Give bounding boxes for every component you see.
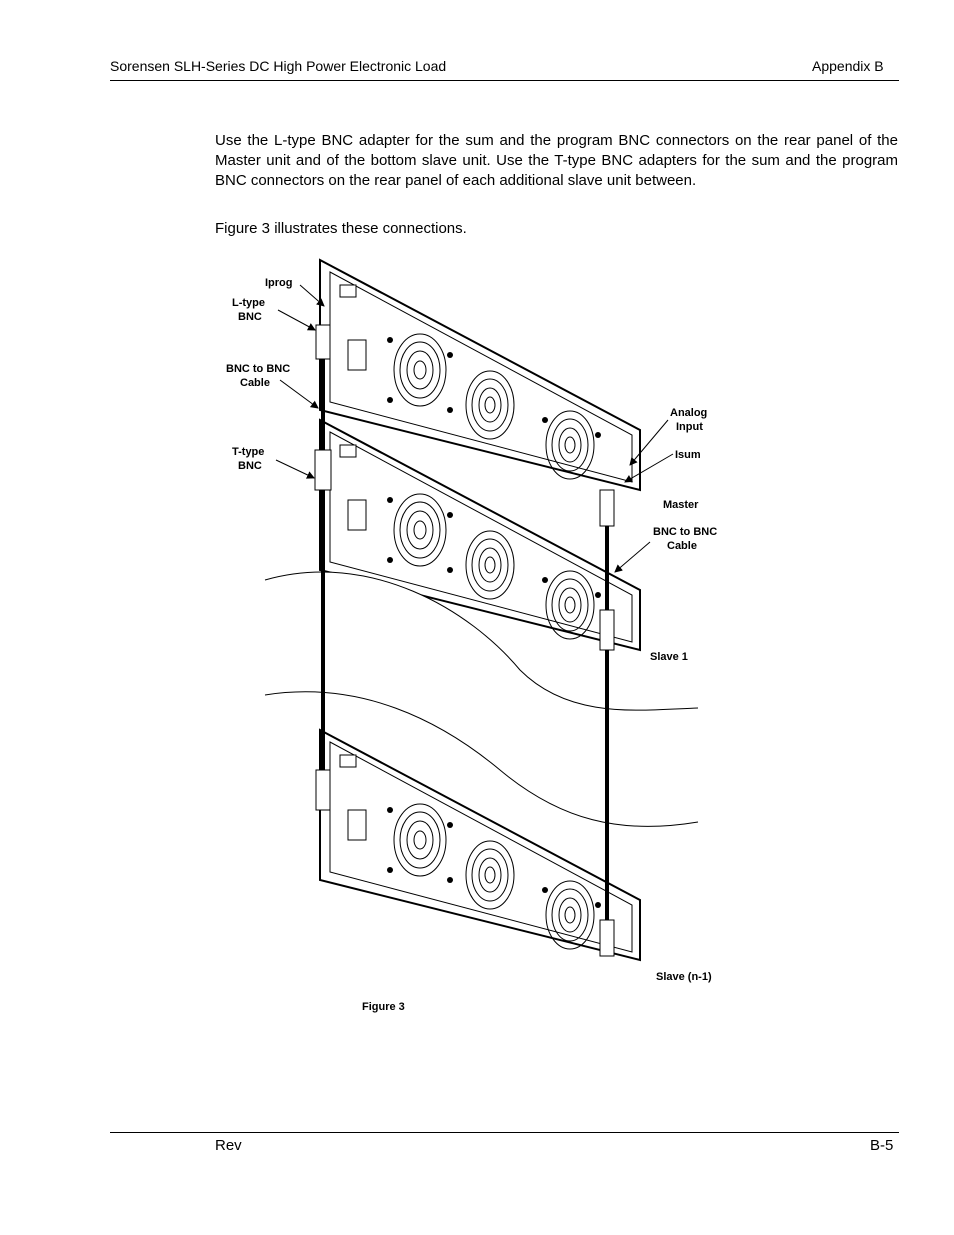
body-paragraph-2: Figure 3 illustrates these connections. (215, 220, 467, 237)
header-title: Sorensen SLH-Series DC High Power Electr… (110, 58, 447, 74)
break-line-top (264, 571, 699, 711)
label-isum: Isum (675, 449, 701, 461)
header-section: Appendix B (812, 58, 884, 74)
label-cable-right-2: Cable (667, 540, 697, 552)
l-type-adapter-top (315, 324, 331, 360)
label-ltype-2: BNC (238, 311, 262, 323)
footer-rev: Rev (215, 1137, 242, 1154)
label-slave-1: Slave 1 (650, 651, 688, 663)
connection-diagram: Iprog L-type BNC BNC to BNC Cable T-type… (226, 259, 717, 1013)
right-adapter-slaven (599, 919, 615, 957)
t-type-adapter (314, 449, 332, 491)
break-line-bottom (264, 691, 699, 827)
label-ttype-1: T-type (232, 446, 264, 458)
label-slave-n-1: Slave (n-1) (656, 971, 712, 983)
label-master: Master (663, 499, 699, 511)
footer-page-number: B-5 (870, 1137, 894, 1154)
right-adapter-slave1 (599, 609, 615, 651)
label-analog-2: Input (676, 421, 703, 433)
break-mask (260, 572, 700, 826)
label-analog-1: Analog (670, 407, 707, 419)
figure-caption: Figure 3 (362, 1001, 405, 1013)
right-adapter-master (599, 489, 615, 527)
label-cable-left-1: BNC to BNC (226, 363, 290, 375)
label-cable-right-1: BNC to BNC (653, 526, 717, 538)
header-rule (110, 80, 899, 81)
label-iprog: Iprog (265, 277, 293, 289)
label-ttype-2: BNC (238, 460, 262, 472)
body-paragraph-1: Use the L-type BNC adapter for the sum a… (215, 132, 898, 189)
label-ltype-1: L-type (232, 297, 265, 309)
l-type-adapter-bottom (315, 769, 331, 811)
label-cable-left-2: Cable (240, 377, 270, 389)
footer-rule (110, 1132, 899, 1133)
